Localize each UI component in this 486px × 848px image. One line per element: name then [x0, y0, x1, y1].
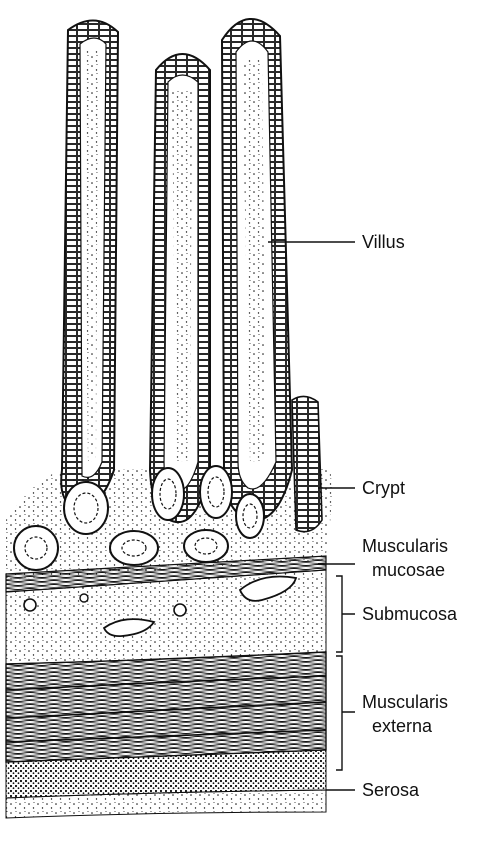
- villus-edge-right: [292, 396, 322, 531]
- muscularis-externa-bracket: [336, 656, 355, 770]
- label-muscularis-mucosae-line2: mucosae: [372, 560, 445, 580]
- serosa-layer: [6, 750, 326, 818]
- villus-left: [61, 20, 118, 508]
- villus-right: [222, 19, 292, 520]
- label-muscularis-mucosae-line1: Muscularis: [362, 536, 448, 556]
- muscularis-externa-layer: [6, 652, 326, 762]
- label-serosa: Serosa: [362, 780, 420, 800]
- villus-middle: [150, 54, 210, 522]
- label-villus: Villus: [362, 232, 405, 252]
- label-submucosa: Submucosa: [362, 604, 458, 624]
- label-muscularis-externa-line2: externa: [372, 716, 433, 736]
- submucosa-bracket: [336, 576, 355, 652]
- labels: Villus Crypt Muscularis mucosae Submucos…: [362, 232, 458, 800]
- label-crypt: Crypt: [362, 478, 405, 498]
- label-muscularis-externa-line1: Muscularis: [362, 692, 448, 712]
